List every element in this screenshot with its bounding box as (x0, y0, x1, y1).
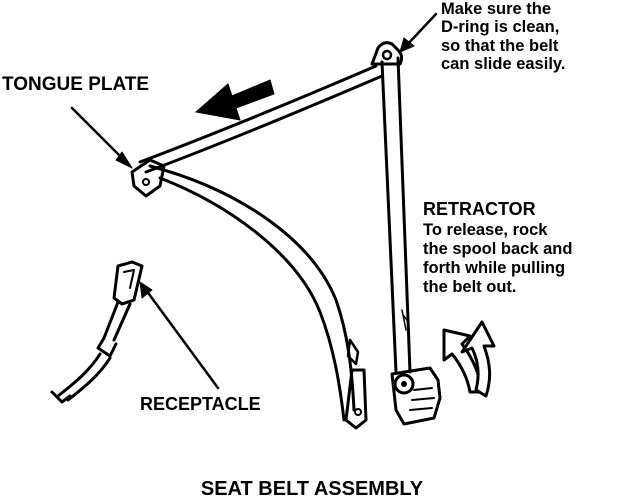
receptacle-buckle (50, 260, 144, 404)
tongue-plate-leader-arrowhead (115, 151, 133, 169)
rock-motion-arrows-icon (442, 320, 496, 398)
bold-left-arrow-icon (194, 79, 275, 121)
vertical-belt (380, 56, 412, 374)
diagram-title: SEAT BELT ASSEMBLY (200, 478, 424, 500)
receptacle-label: RECEPTACLE (140, 394, 261, 414)
lap-belt (148, 164, 368, 430)
receptacle-leader-arrowhead (139, 281, 153, 299)
retractor-note: To release, rock the spool back and fort… (423, 221, 573, 297)
tongue-plate-label: TONGUE PLATE (2, 74, 150, 95)
retractor-heading: RETRACTOR (423, 199, 536, 219)
retractor (390, 366, 442, 426)
d-ring-leader-arrowhead (399, 37, 415, 53)
shoulder-belt (138, 64, 384, 174)
d-ring-note: Make sure the D-ring is clean, so that t… (441, 0, 566, 74)
d-ring (370, 41, 404, 66)
receptacle-leader (144, 288, 220, 390)
d-ring-leader (404, 12, 438, 48)
tongue-plate (130, 158, 166, 198)
